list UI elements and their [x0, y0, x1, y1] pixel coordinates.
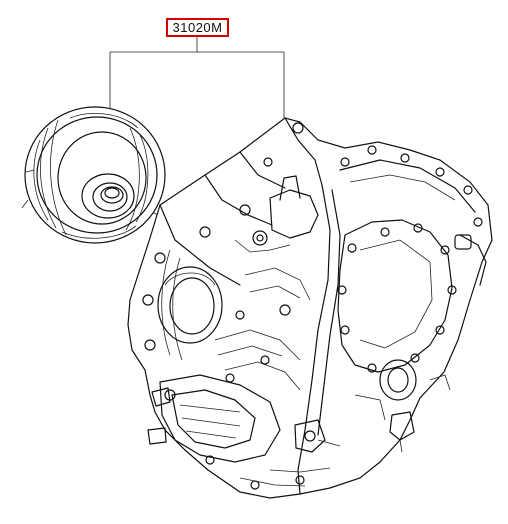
transmission-assembly	[127, 117, 493, 499]
case-bolts	[337, 145, 483, 373]
torque-converter	[21, 106, 166, 244]
part-number-label[interactable]: 31020M	[166, 18, 229, 37]
